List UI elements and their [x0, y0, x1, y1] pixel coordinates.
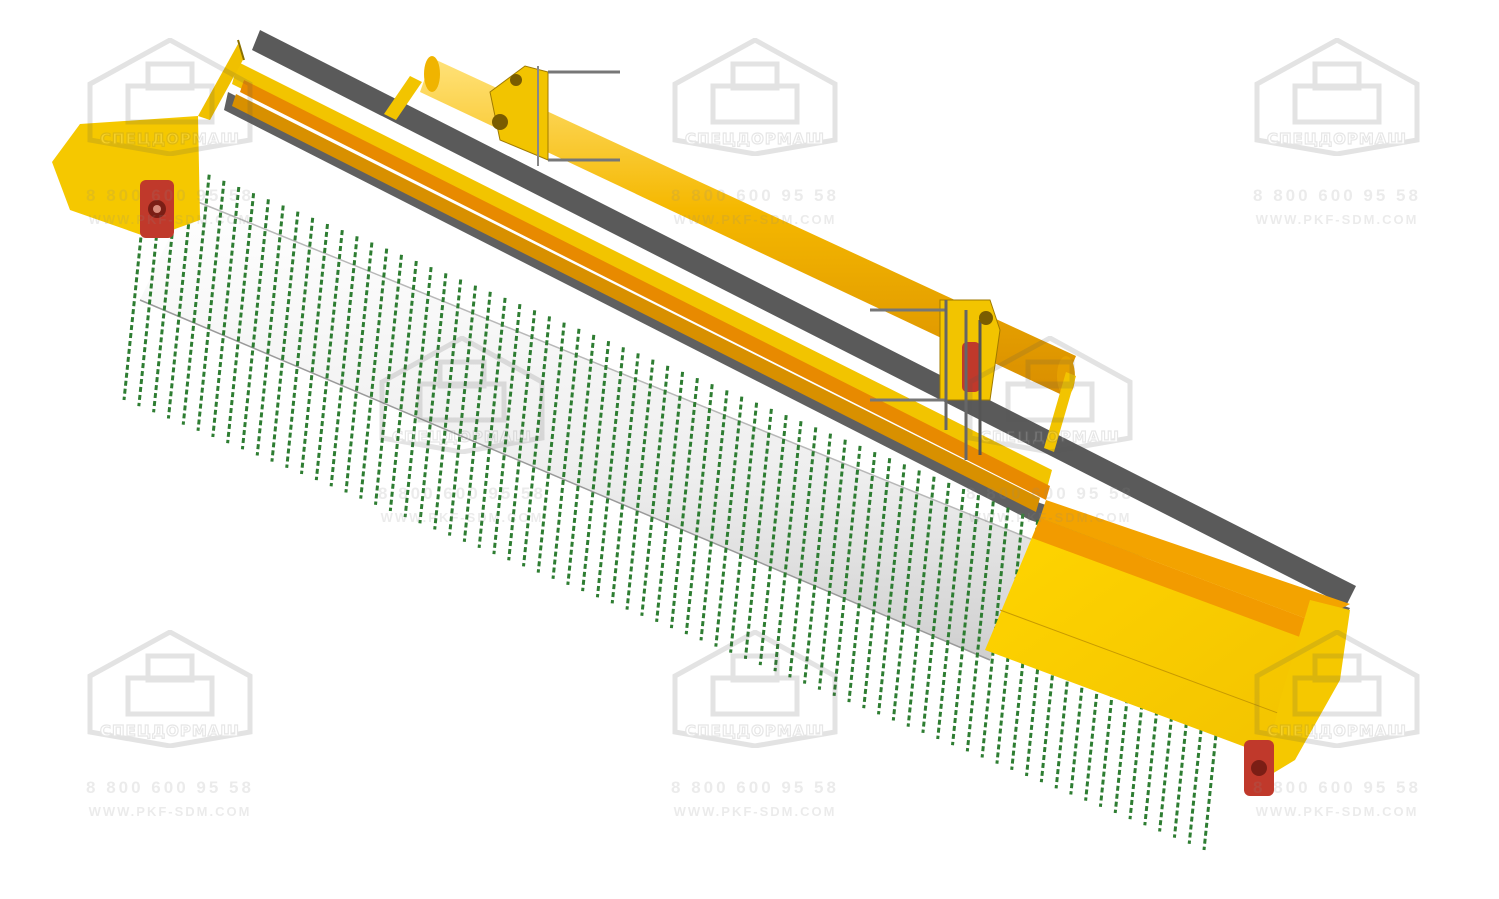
bristle-row — [536, 322, 566, 573]
bristle-row — [270, 211, 300, 462]
bristle-row — [433, 279, 463, 530]
bristle-row — [462, 291, 492, 542]
bristle-row — [877, 464, 906, 715]
bristle-row — [714, 396, 744, 647]
frame-beam-lower — [232, 94, 1040, 512]
bristle-row — [832, 445, 862, 697]
bristle-row — [640, 365, 670, 616]
bristle-row — [862, 458, 892, 709]
bristle-row — [388, 260, 418, 512]
bristle-row — [965, 501, 995, 752]
bristle-row — [226, 193, 256, 444]
bristle-row — [448, 285, 477, 536]
bristle-row — [285, 217, 315, 468]
bristle-row — [803, 433, 832, 684]
end-cover-orange-band — [1032, 518, 1315, 640]
bristle-row — [788, 427, 818, 678]
end-cover — [985, 518, 1315, 760]
bristle-row — [551, 328, 581, 579]
bristle-row — [329, 236, 359, 487]
bristle-row — [359, 248, 389, 499]
bristle-row — [951, 495, 980, 746]
bristle-row — [581, 340, 611, 592]
bristle-row — [477, 297, 507, 549]
right-support-strut — [1044, 372, 1076, 452]
bristle-row — [729, 402, 759, 653]
bristle-row — [891, 470, 921, 721]
bristle-row — [743, 408, 773, 660]
bristle-row — [181, 174, 211, 425]
bristle-row — [522, 316, 551, 567]
bristle-row — [240, 199, 270, 450]
bristle-row — [344, 242, 374, 493]
bristle-row — [936, 488, 966, 740]
bristle-row — [403, 266, 433, 518]
bristle-row — [980, 507, 1010, 758]
bristle-row — [847, 451, 877, 703]
bristle-row — [566, 334, 596, 586]
bristle-row — [255, 205, 285, 456]
bristle-row — [773, 421, 803, 672]
bristle-row — [507, 310, 537, 561]
bristle-row — [995, 513, 1025, 764]
bristle-row — [314, 229, 344, 481]
right-bearing — [1244, 740, 1274, 796]
left-support-strut — [384, 76, 422, 120]
bristle-row — [906, 476, 936, 727]
end-cover-top — [1040, 500, 1350, 622]
bristle-row — [921, 482, 951, 734]
bristle-row — [699, 390, 729, 641]
left-end-plate — [52, 116, 200, 238]
rear-shield — [252, 30, 1356, 606]
bristle-row — [610, 353, 640, 604]
bristle-row — [669, 377, 699, 629]
left-bearing — [140, 180, 174, 238]
bristle-row — [758, 414, 788, 666]
frame-beam-orange — [240, 80, 1050, 500]
left-mount-bracket — [489, 65, 620, 166]
bristle-row — [684, 384, 714, 635]
bristle-row — [196, 180, 226, 431]
right-mount-bracket — [870, 299, 1001, 460]
bristle-row — [374, 254, 403, 505]
bristle-row — [492, 303, 522, 555]
right-end-plate — [1262, 600, 1350, 780]
bristle-row — [418, 273, 448, 524]
bristle-row — [300, 223, 329, 475]
brush-core — [140, 198, 1048, 660]
bristle-row — [655, 371, 685, 623]
bristle-row — [817, 439, 847, 690]
bristle-row — [595, 347, 625, 598]
bristle-row — [211, 186, 241, 438]
bristle-row — [625, 359, 655, 610]
